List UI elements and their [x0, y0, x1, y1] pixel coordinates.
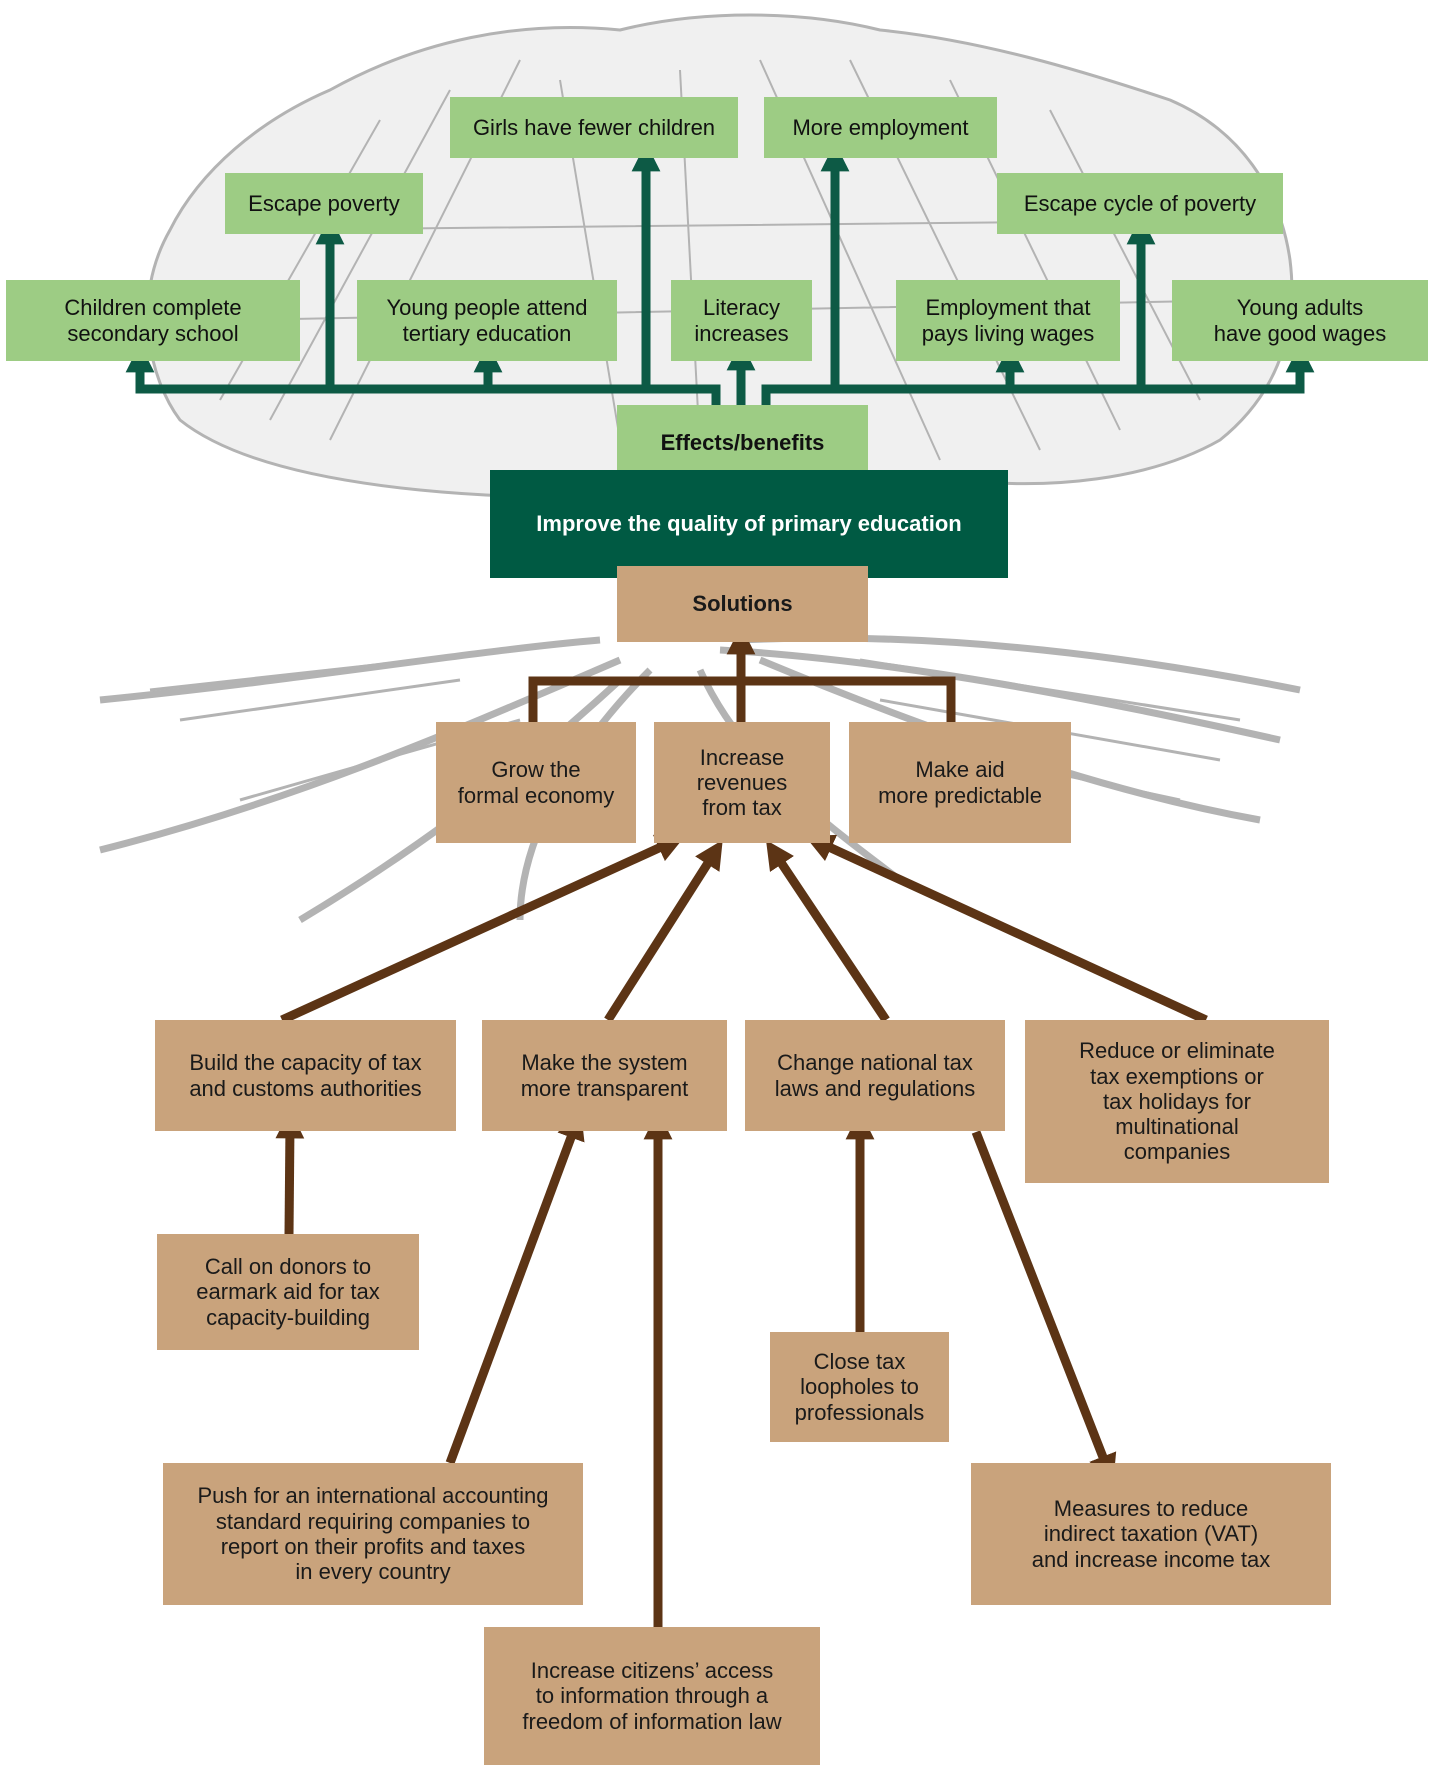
connector-level1: [528, 676, 956, 722]
solution-make-aid-predictable: Make aid more predictable: [849, 722, 1071, 843]
effects-arrows: [125, 142, 1315, 420]
solution-build-tax-capacity: Build the capacity of tax and customs au…: [155, 1020, 456, 1131]
arrow-capacity-to-revenues: [280, 834, 686, 1025]
effect-children-secondary-school: Children complete secondary school: [6, 280, 300, 361]
effect-girls-fewer-children: Girls have fewer children: [450, 97, 738, 158]
arrow-donors-to-capacity: [275, 1109, 305, 1235]
effect-young-people-tertiary: Young people attend tertiary education: [357, 280, 617, 361]
solution-grow-formal-economy: Grow the formal economy: [436, 722, 636, 843]
arrow-tax-laws-to-revenues: [766, 840, 890, 1023]
arrow-tax-laws-to-vat: [971, 1130, 1117, 1484]
effects-bus-left: [125, 343, 721, 405]
effect-escape-poverty: Escape poverty: [225, 173, 423, 234]
solution-reduce-vat-increase-income-tax: Measures to reduce indirect taxation (VA…: [971, 1463, 1331, 1605]
solution-close-tax-loopholes: Close tax loopholes to professionals: [770, 1332, 949, 1442]
effects-benefits-heading: Effects/benefits: [617, 405, 868, 480]
solution-international-accounting-standard: Push for an international accounting sta…: [163, 1463, 583, 1605]
solution-donors-earmark-aid: Call on donors to earmark aid for tax ca…: [157, 1234, 419, 1350]
arrow-accounting-to-transparent: [445, 1110, 585, 1465]
solution-change-tax-laws: Change national tax laws and regulations: [745, 1020, 1005, 1131]
effect-young-adults-good-wages: Young adults have good wages: [1172, 280, 1428, 361]
solution-make-system-transparent: Make the system more transparent: [482, 1020, 727, 1131]
arrow-exemptions-to-revenues: [804, 834, 1208, 1025]
solution-increase-revenues-from-tax: Increase revenues from tax: [654, 722, 830, 843]
effect-employment-living-wages: Employment that pays living wages: [896, 280, 1120, 361]
solution-reduce-tax-exemptions: Reduce or eliminate tax exemptions or ta…: [1025, 1020, 1329, 1183]
effect-escape-cycle-of-poverty: Escape cycle of poverty: [997, 173, 1283, 234]
effects-bus-right: [761, 343, 1315, 405]
solution-freedom-of-information: Increase citizens’ access to information…: [484, 1627, 820, 1765]
solution-arrows: [275, 625, 1208, 1627]
effect-literacy-increases: Literacy increases: [671, 280, 812, 361]
core-goal-box: Improve the quality of primary education: [490, 470, 1008, 578]
solutions-heading: Solutions: [617, 566, 868, 642]
effect-more-employment: More employment: [764, 97, 997, 158]
arrow-transparent-to-revenues: [604, 839, 723, 1023]
